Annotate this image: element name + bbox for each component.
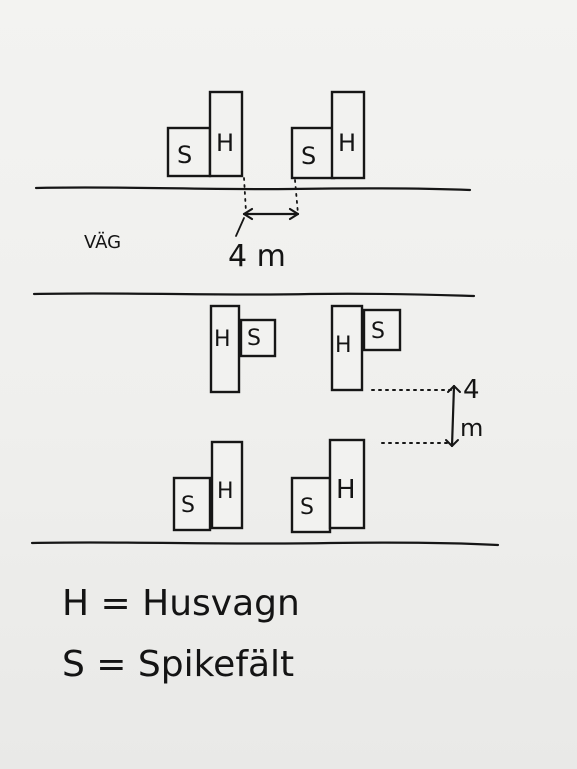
spikefalt-label: S [300, 495, 314, 520]
group-bottom-right: S H [290, 438, 366, 534]
road-line-middle [32, 292, 476, 298]
group-middle-right: H S [330, 304, 402, 392]
husvagn-box [209, 304, 241, 394]
spikefalt-box [239, 318, 277, 358]
road-line-top [34, 186, 472, 192]
road-line-bottom [30, 541, 500, 547]
spikefalt-label: S [177, 141, 192, 169]
husvagn-label: H [336, 475, 356, 505]
group-bottom-left: S H [172, 440, 244, 532]
spikefalt-box [290, 126, 336, 180]
spikefalt-box [166, 126, 212, 178]
spikefalt-label: S [371, 319, 385, 344]
husvagn-box [330, 90, 366, 180]
road-label: VÄG [84, 232, 121, 253]
vertical-spacing-number: 4 [463, 375, 480, 405]
spikefalt-box [362, 308, 402, 352]
spikefalt-label: S [301, 142, 316, 170]
group-top-left: S H [166, 90, 244, 178]
group-middle-left: H S [209, 304, 277, 394]
husvagn-label: H [216, 129, 234, 157]
husvagn-label: H [338, 129, 356, 157]
spikefalt-label: S [181, 493, 195, 518]
group-top-right: S H [290, 90, 366, 180]
husvagn-box [328, 438, 366, 530]
measure-horizontal: 4 m [228, 177, 300, 274]
husvagn-box [210, 440, 244, 530]
horizontal-spacing-label: 4 m [228, 239, 286, 274]
legend-husvagn: H = Husvagn [62, 583, 300, 624]
husvagn-label: H [335, 333, 352, 358]
vertical-spacing-unit: m [460, 414, 483, 442]
husvagn-label: H [214, 327, 231, 352]
husvagn-box [330, 304, 364, 392]
measure-vertical: 4 m [371, 375, 483, 448]
spikefalt-label: S [247, 326, 261, 351]
husvagn-label: H [217, 479, 234, 504]
husvagn-box [208, 90, 244, 178]
spikefalt-box [172, 476, 212, 532]
legend-spikefalt: S = Spikefält [62, 644, 294, 685]
